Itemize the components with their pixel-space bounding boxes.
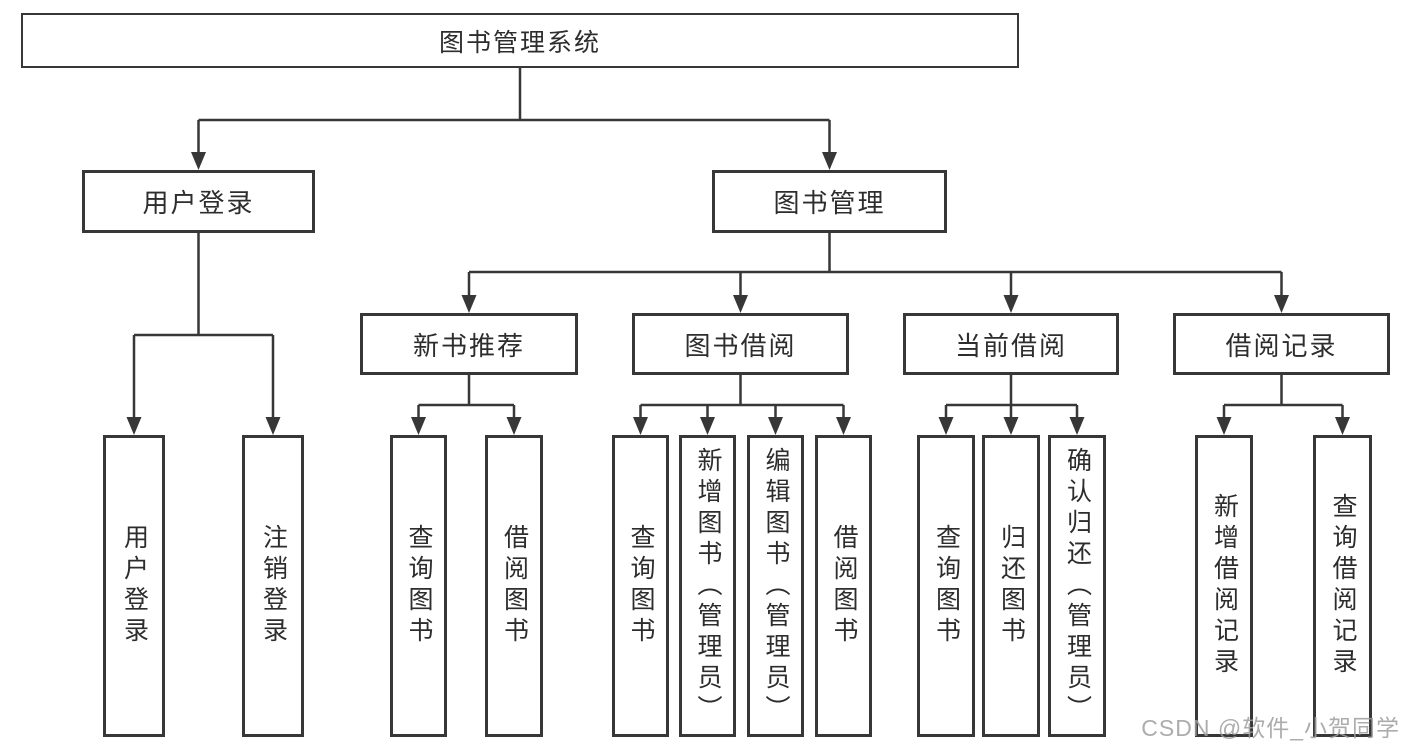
node-leaf-edit-books-admin: 编辑图书（管理员） xyxy=(747,435,804,737)
csdn-watermark: CSDN @软件_小贺同学 xyxy=(1141,715,1400,741)
node-leaf-query-borrow-record: 查询借阅记录 xyxy=(1313,435,1372,737)
node-leaf-query-books-1: 查询图书 xyxy=(390,435,447,737)
node-leaf-return-books: 归还图书 xyxy=(982,435,1040,737)
node-leaf-query-books-2: 查询图书 xyxy=(612,435,669,737)
connector-book-management-to-level3 xyxy=(461,233,1289,313)
node-leaf-logout: 注销登录 xyxy=(242,435,304,737)
node-user-login: 用户登录 xyxy=(82,170,315,233)
connector-root-to-level2 xyxy=(191,68,837,170)
node-root: 图书管理系统 xyxy=(21,13,1019,68)
node-leaf-user-login: 用户登录 xyxy=(103,435,165,737)
connector-current-borrow-to-leaves xyxy=(938,375,1085,435)
node-leaf-borrow-books-2: 借阅图书 xyxy=(815,435,872,737)
node-leaf-add-books-admin: 新增图书（管理员） xyxy=(679,435,736,737)
node-current-borrow: 当前借阅 xyxy=(903,313,1119,375)
connector-user-login-to-leaves xyxy=(126,233,281,435)
node-new-book-recommend: 新书推荐 xyxy=(360,313,578,375)
connector-new-book-to-leaves xyxy=(411,375,522,435)
node-leaf-add-borrow-record: 新增借阅记录 xyxy=(1195,435,1253,737)
node-borrow-records: 借阅记录 xyxy=(1173,313,1390,375)
node-book-borrow: 图书借阅 xyxy=(632,313,849,375)
connector-book-borrow-to-leaves xyxy=(633,375,851,435)
node-book-management: 图书管理 xyxy=(712,170,947,233)
node-leaf-confirm-return-admin: 确认归还（管理员） xyxy=(1048,435,1106,737)
node-leaf-borrow-books-1: 借阅图书 xyxy=(485,435,543,737)
node-leaf-query-books-3: 查询图书 xyxy=(917,435,975,737)
connector-borrow-records-to-leaves xyxy=(1216,375,1350,435)
